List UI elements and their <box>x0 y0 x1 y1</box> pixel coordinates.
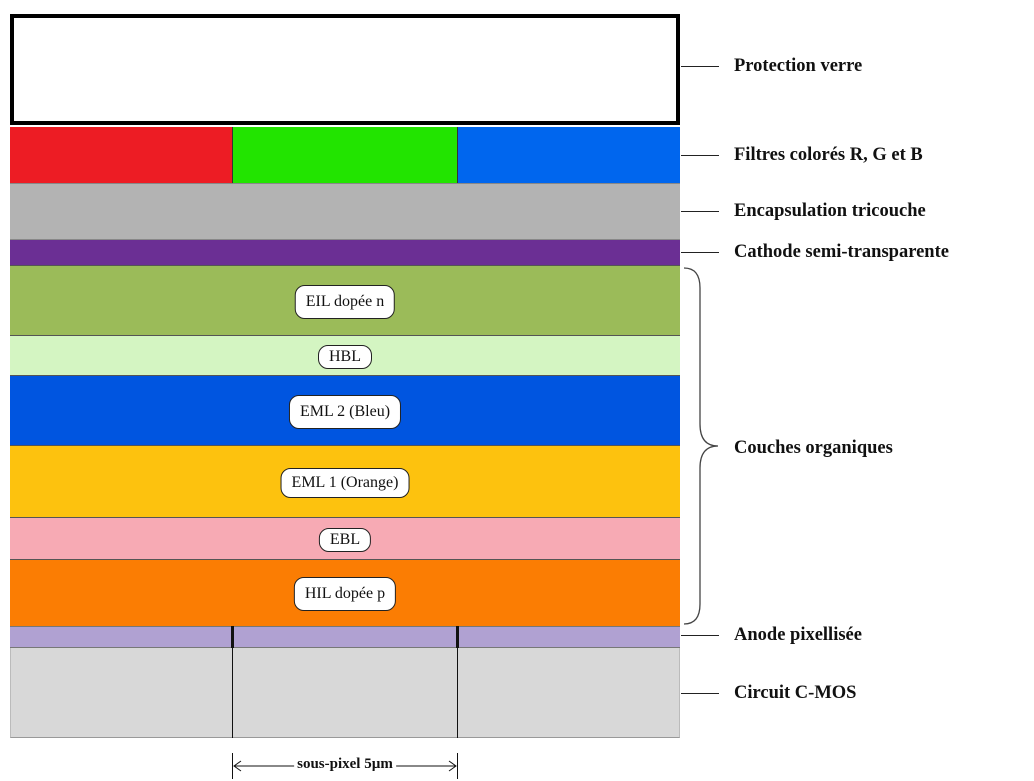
subpixel-divider <box>232 626 233 738</box>
label-anode: Anode pixellisée <box>734 625 862 645</box>
subpixel-width-label: sous-pixel 5µm <box>294 756 396 773</box>
ebl-label: EBL <box>318 528 372 552</box>
subpixel-divider <box>457 626 458 738</box>
ebl-layer: EBL <box>10 518 680 560</box>
label-cmos: Circuit C-MOS <box>734 683 857 703</box>
label-organic-layers: Couches organiques <box>734 438 893 458</box>
glass-protection-layer <box>10 14 680 125</box>
label-color-filters: Filtres colorés R, G et B <box>734 145 923 165</box>
leader-line <box>681 155 719 156</box>
label-encapsulation: Encapsulation tricouche <box>734 201 926 221</box>
green-filter <box>232 127 458 183</box>
color-filters-layer <box>10 127 680 183</box>
anode-layer <box>10 626 680 648</box>
eml1-layer: EML 1 (Orange) <box>10 446 680 518</box>
hbl-label: HBL <box>318 345 372 369</box>
anode-gap <box>231 626 234 648</box>
eil-layer: EIL dopée n <box>10 266 680 336</box>
eil-label: EIL dopée n <box>294 285 396 319</box>
red-filter <box>10 127 232 183</box>
leader-line <box>681 66 719 67</box>
hbl-layer: HBL <box>10 336 680 376</box>
hil-label: HIL dopée p <box>293 577 397 611</box>
eml2-label: EML 2 (Bleu) <box>288 395 402 429</box>
leader-line <box>681 635 719 636</box>
label-cathode: Cathode semi-transparente <box>734 242 949 262</box>
cmos-circuit-layer <box>10 648 680 738</box>
subpixel-width-annotation: sous-pixel 5µm <box>232 753 458 779</box>
leader-line <box>681 693 719 694</box>
label-glass-protection: Protection verre <box>734 56 863 76</box>
leader-line <box>681 252 719 253</box>
cathode-layer <box>10 240 680 266</box>
organic-layers-brace <box>683 267 719 625</box>
blue-filter <box>458 127 680 183</box>
hil-layer: HIL dopée p <box>10 560 680 626</box>
encapsulation-layer <box>10 183 680 240</box>
anode-gap <box>456 626 459 648</box>
eml2-layer: EML 2 (Bleu) <box>10 376 680 446</box>
eml1-label: EML 1 (Orange) <box>280 468 410 498</box>
leader-line <box>681 211 719 212</box>
